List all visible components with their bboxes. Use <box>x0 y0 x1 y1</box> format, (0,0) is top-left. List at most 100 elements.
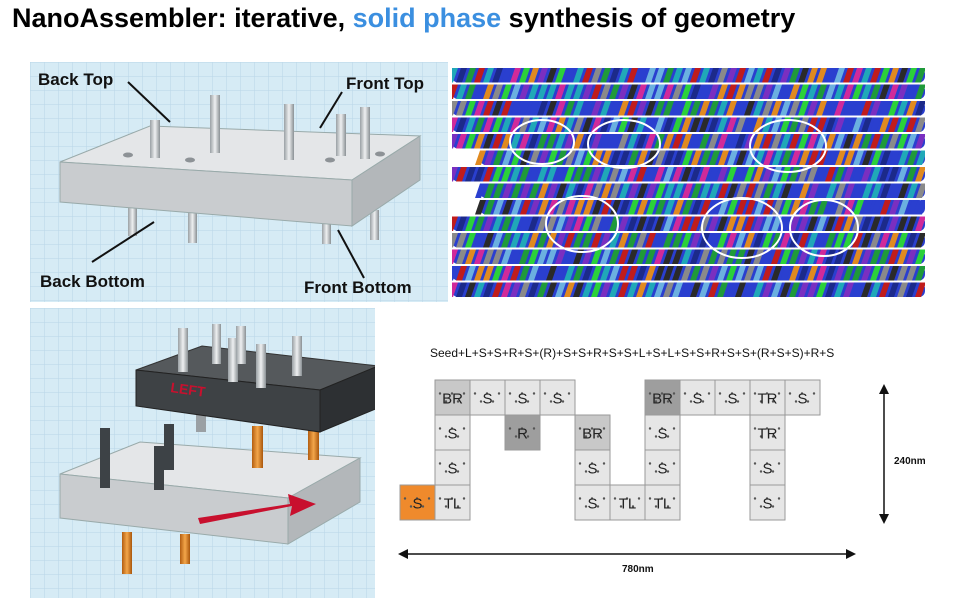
helix-stripe <box>744 101 755 116</box>
helix-stripe <box>744 167 755 182</box>
helix-stripe <box>582 101 593 116</box>
helix-stripe <box>879 249 890 264</box>
helix-stripe <box>834 101 845 116</box>
helix-stripe <box>655 200 666 215</box>
origami-tile <box>504 379 541 416</box>
staple-dot <box>654 505 658 508</box>
helix-stripe <box>600 68 611 83</box>
helix-stripe <box>771 216 782 231</box>
helix-stripe <box>799 183 810 198</box>
label-back-top: Back Top <box>38 70 114 89</box>
helix-stripe <box>456 266 467 281</box>
helix-stripe <box>654 84 665 99</box>
helix-stripe <box>583 183 594 198</box>
helix-stripe <box>915 101 925 116</box>
helix-stripe <box>717 266 728 281</box>
helix-stripe <box>844 183 855 198</box>
helix-stripe <box>816 282 827 297</box>
helix-stripe <box>897 101 908 116</box>
helix-stripe <box>717 167 728 182</box>
helix-stripe <box>708 216 719 231</box>
tile-label: S <box>762 461 772 478</box>
helix-stripe <box>681 233 692 248</box>
helix-stripe <box>465 68 476 83</box>
helix-stripe <box>519 117 530 132</box>
helix-stripe <box>879 84 890 99</box>
helix-stripe <box>690 282 701 297</box>
helix-stripe <box>501 134 512 149</box>
helix-stripe <box>852 101 863 116</box>
helix-stripe <box>627 282 638 297</box>
helix-stripe <box>574 150 585 165</box>
helix-stripe <box>673 150 684 165</box>
helix-stripe <box>808 183 819 198</box>
helix-stripe <box>537 216 548 231</box>
helix-stripe <box>888 167 899 182</box>
helix-stripe <box>609 282 620 297</box>
helix-stripe <box>510 84 521 99</box>
helix-stripe <box>915 68 925 83</box>
helix-stripe <box>573 266 584 281</box>
origami-tile <box>539 379 576 416</box>
helix-stripe <box>690 101 701 116</box>
helix-stripe <box>699 68 710 83</box>
helix-stripe <box>781 200 792 215</box>
staple-dot <box>701 400 705 403</box>
helix-stripe <box>826 200 837 215</box>
helix-stripe <box>897 84 908 99</box>
helix-stripe <box>726 68 737 83</box>
helix-stripe <box>780 101 791 116</box>
helix-stripe <box>879 167 890 182</box>
helix-stripe <box>452 84 458 99</box>
helix-stripe <box>897 167 908 182</box>
helix-stripe <box>529 183 540 198</box>
helix-stripe <box>753 167 764 182</box>
staple-dot <box>689 400 693 403</box>
helix-stripe <box>452 167 458 182</box>
staple-dot <box>619 505 623 508</box>
helix-stripe <box>645 233 656 248</box>
helix-stripe <box>843 101 854 116</box>
helix-stripe <box>627 134 638 149</box>
helix-stripe <box>483 249 494 264</box>
helix-stripe <box>682 200 693 215</box>
helix-stripe <box>708 84 719 99</box>
helix-stripe <box>798 68 809 83</box>
helix-stripe <box>465 84 476 99</box>
origami-tile <box>714 379 751 416</box>
helix-stripe <box>852 117 863 132</box>
helix-stripe <box>555 282 566 297</box>
helix-stripe <box>519 84 530 99</box>
helix-stripe <box>789 101 800 116</box>
helix-stripe <box>672 249 683 264</box>
tile-label: S <box>447 461 457 478</box>
helix-stripe <box>493 183 504 198</box>
staple-dot <box>806 400 810 403</box>
helix-stripe <box>600 216 611 231</box>
helix-stripe <box>474 117 485 132</box>
helix-stripe <box>456 101 467 116</box>
staple-dot <box>777 497 781 500</box>
helix-stripe <box>807 84 818 99</box>
helix-stripe <box>825 282 836 297</box>
helix-stripe <box>889 150 900 165</box>
staple-dot <box>613 497 617 500</box>
staple-dot <box>660 497 664 500</box>
helix-stripe <box>591 101 602 116</box>
helix-stripe <box>591 282 602 297</box>
tile-label: BR <box>582 426 603 443</box>
helix-stripe <box>452 233 458 248</box>
helix-stripe <box>699 266 710 281</box>
staple-dot <box>666 470 670 473</box>
tile-label: S <box>797 391 807 408</box>
helix-stripe <box>456 117 467 132</box>
helix-stripe <box>727 183 738 198</box>
staple-dot <box>526 400 530 403</box>
staple-dot <box>590 462 594 465</box>
helix-stripe <box>718 150 729 165</box>
staple-dot <box>759 400 763 403</box>
helix-stripe <box>915 266 925 281</box>
helix-stripe <box>475 200 486 215</box>
helix-stripe <box>619 183 630 198</box>
staple-dot <box>543 392 547 395</box>
